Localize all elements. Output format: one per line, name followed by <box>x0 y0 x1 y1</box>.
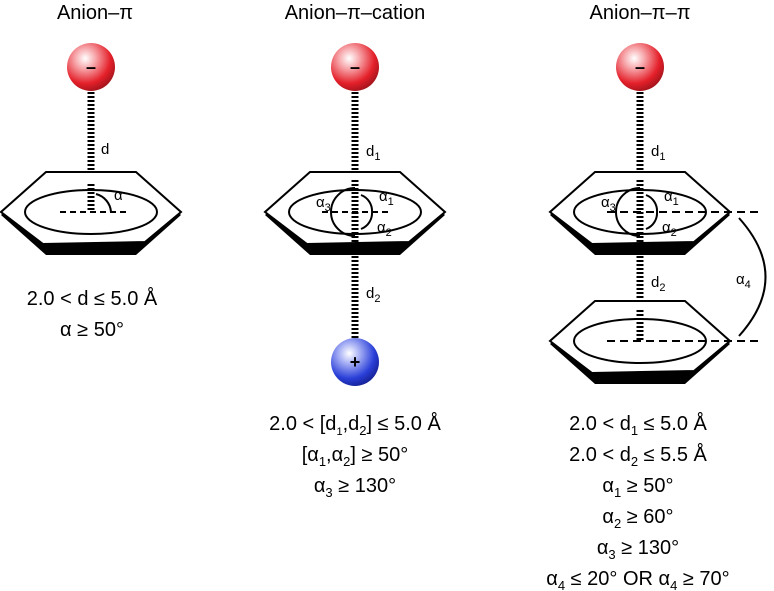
panel-anion-pi: Anion–π – d α 2.0 < d ≤ 5.0 Å α ≥ 50° <box>0 2 183 341</box>
criteria-block: 2.0 < [d1,d2] ≤ 5.0 Å [α1,α2] ≥ 50° α3 ≥… <box>269 412 441 500</box>
criterion-line: [α1,α2] ≥ 50° <box>302 444 409 469</box>
anion-sphere: – <box>616 43 664 91</box>
label-alpha2: α2 <box>377 219 392 239</box>
svg-text:–: – <box>635 57 645 77</box>
criterion-line: 2.0 < [d1,d2] ≤ 5.0 Å <box>269 412 441 438</box>
svg-text:–: – <box>350 57 360 77</box>
angle-arc <box>95 193 112 213</box>
criteria-block: 2.0 < d1 ≤ 5.0 Å 2.0 < d2 ≤ 5.5 Å α1 ≥ 5… <box>546 412 729 591</box>
label-d2: d2 <box>366 285 380 305</box>
label-d2: d2 <box>651 274 665 294</box>
panel-title: Anion–π–π <box>590 2 691 24</box>
label-alpha: α <box>114 187 123 204</box>
label-d1: d1 <box>366 143 380 163</box>
aromatic-ring-lower <box>548 300 732 384</box>
angle-arc-alpha2 <box>645 211 659 230</box>
label-alpha3: α3 <box>316 194 331 214</box>
angle-arc-full <box>615 187 641 237</box>
cation-sphere: + <box>331 338 379 386</box>
anion-sphere: – <box>331 43 379 91</box>
label-alpha2: α2 <box>662 219 677 239</box>
anion-sphere: – <box>67 43 115 91</box>
panel-title: Anion–π–cation <box>285 2 426 24</box>
criterion-line: 2.0 < d ≤ 5.0 Å <box>27 287 158 310</box>
label-d1: d1 <box>651 143 665 163</box>
criterion-line: α1 ≥ 50° <box>602 475 673 500</box>
label-d: d <box>101 141 109 158</box>
angle-arc-full <box>330 187 356 237</box>
angle-arc-alpha1 <box>645 194 659 213</box>
criterion-line: α ≥ 50° <box>60 319 124 341</box>
criterion-line: α3 ≥ 130° <box>314 475 396 500</box>
angle-arc-alpha4 <box>738 217 767 337</box>
criterion-line: α4 ≤ 20° OR α4 ≥ 70° <box>546 568 729 591</box>
label-alpha3: α3 <box>601 194 616 214</box>
panel-anion-pi-pi: Anion–π–π – d1 d2 <box>546 2 767 591</box>
criterion-line: α3 ≥ 130° <box>597 537 679 562</box>
svg-text:+: + <box>350 352 361 372</box>
label-alpha1: α1 <box>379 188 394 208</box>
panel-title: Anion–π <box>57 2 133 24</box>
svg-text:–: – <box>86 57 96 77</box>
criterion-line: α2 ≥ 60° <box>602 506 673 531</box>
label-alpha4: α4 <box>736 271 751 291</box>
angle-arc-alpha2 <box>360 211 374 230</box>
label-alpha1: α1 <box>664 188 679 208</box>
criterion-line: 2.0 < d2 ≤ 5.5 Å <box>569 443 707 469</box>
angle-arc-alpha1 <box>360 194 374 213</box>
panel-anion-pi-cation: Anion–π–cation – + d1 d2 α1 α <box>263 2 447 500</box>
criterion-line: 2.0 < d1 ≤ 5.0 Å <box>569 412 707 438</box>
